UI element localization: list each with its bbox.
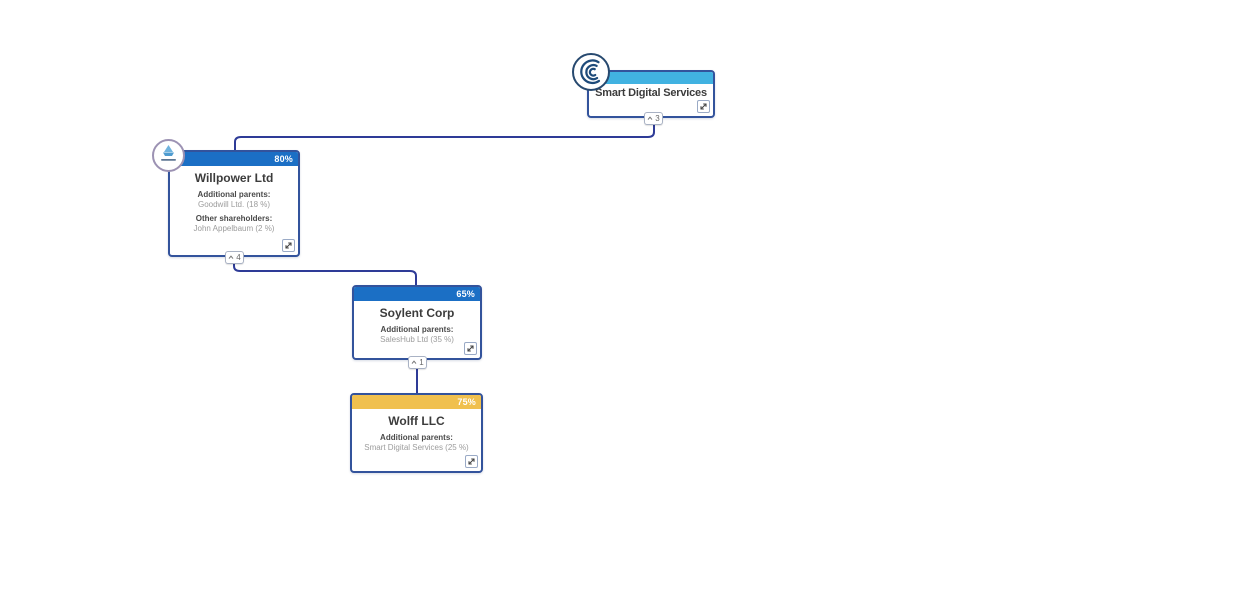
detail-value: Smart Digital Services (25 %): [364, 443, 469, 452]
detail-group: Additional parents: Goodwill Ltd. (18 %): [170, 190, 298, 209]
chevron-up-icon: [647, 116, 653, 121]
node-soylent-corp[interactable]: 65% Soylent Corp Additional parents: Sal…: [352, 285, 482, 360]
collapse-children-button-soylent[interactable]: 1: [408, 356, 427, 369]
detail-group: Other shareholders: John Appelbaum (2 %): [170, 214, 298, 233]
collapse-children-button-smart[interactable]: 3: [644, 112, 663, 125]
company-title: Wolff LLC: [388, 414, 445, 428]
collapse-count: 3: [655, 113, 660, 123]
node-header: 80%: [170, 152, 298, 166]
node-header: [589, 72, 713, 84]
resize-diagonal-icon: [284, 241, 293, 250]
chevron-up-icon: [228, 255, 234, 260]
detail-group: Additional parents: SalesHub Ltd (35 %): [354, 325, 480, 344]
connector-smart-to-willpower: [234, 119, 655, 151]
resize-diagonal-icon: [699, 102, 708, 111]
expand-node-button[interactable]: [697, 100, 710, 113]
expand-node-button[interactable]: [465, 455, 478, 468]
collapse-count: 4: [236, 252, 241, 262]
detail-value: John Appelbaum (2 %): [193, 224, 275, 233]
expand-node-button[interactable]: [282, 239, 295, 252]
detail-value: Goodwill Ltd. (18 %): [197, 200, 271, 209]
connector-willpower-to-soylent: [233, 258, 417, 286]
chevron-up-icon: [411, 360, 417, 365]
company-title: Smart Digital Services: [595, 87, 707, 99]
node-willpower-ltd[interactable]: 80% Willpower Ltd Additional parents: Go…: [168, 150, 300, 257]
detail-label: Other shareholders:: [195, 214, 273, 223]
node-header: 65%: [354, 287, 480, 301]
ownership-percent-badge: 65%: [456, 289, 475, 299]
resize-diagonal-icon: [467, 457, 476, 466]
node-header: 75%: [352, 395, 481, 409]
detail-label: Additional parents:: [380, 433, 453, 442]
detail-value: SalesHub Ltd (35 %): [380, 335, 454, 344]
ownership-percent-badge: 80%: [274, 154, 293, 164]
expand-node-button[interactable]: [464, 342, 477, 355]
detail-label: Additional parents:: [380, 325, 454, 334]
spiral-logo-icon: [572, 53, 610, 91]
ownership-percent-badge: 75%: [457, 397, 476, 407]
ship-emblem-logo-icon: [152, 139, 185, 172]
resize-diagonal-icon: [466, 344, 475, 353]
collapse-children-button-willpower[interactable]: 4: [225, 251, 244, 264]
company-title: Soylent Corp: [379, 306, 455, 320]
node-wolff-llc[interactable]: 75% Wolff LLC Additional parents: Smart …: [350, 393, 483, 473]
detail-label: Additional parents:: [197, 190, 271, 199]
detail-group: Additional parents: Smart Digital Servic…: [352, 433, 481, 452]
company-title: Willpower Ltd: [194, 171, 274, 185]
collapse-count: 1: [419, 357, 424, 367]
